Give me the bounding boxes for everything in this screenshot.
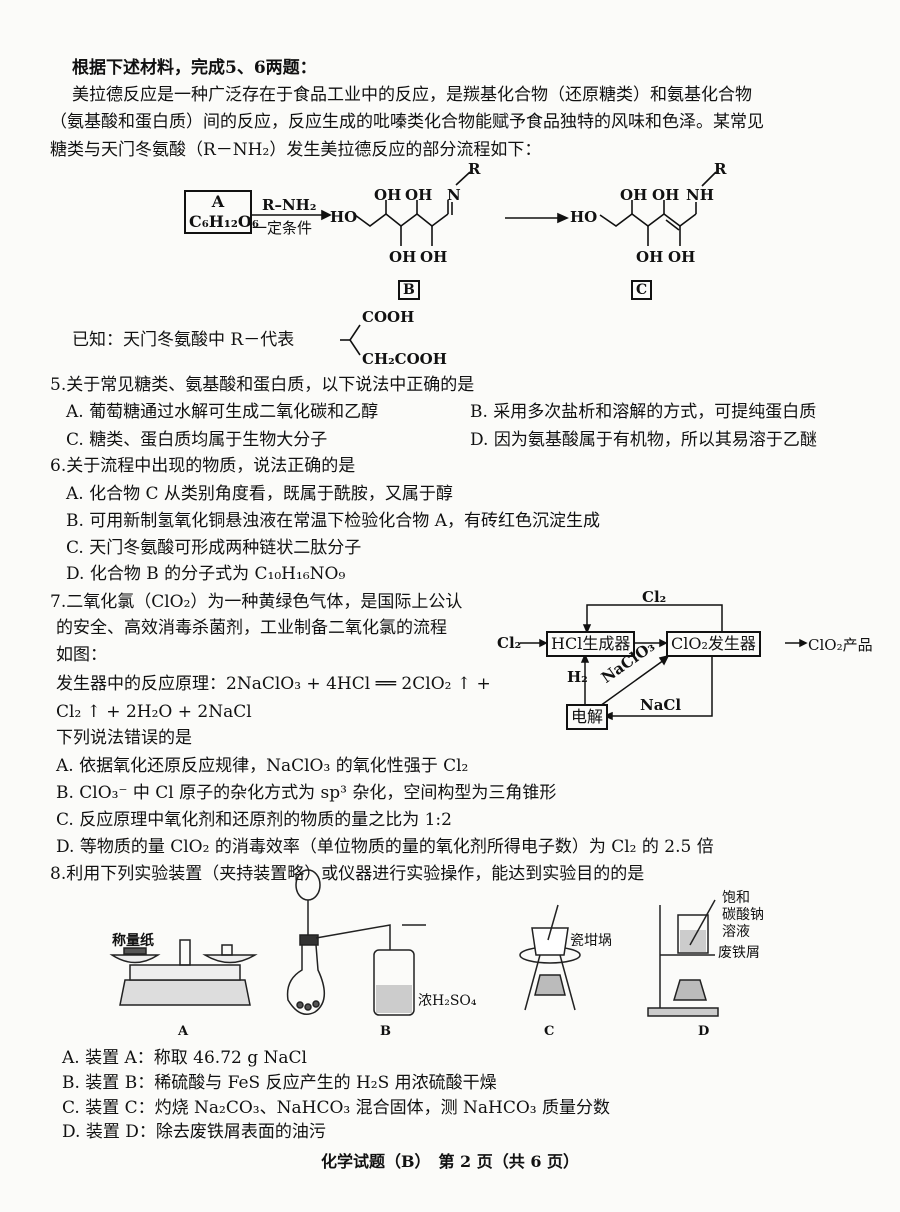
page-footer: 化学试题（B） 第 2 页（共 6 页） [320,1152,580,1171]
apparatus-label-c: C [544,1024,555,1039]
b-oh: OH [420,248,448,266]
q6-stem: 6.关于流程中出现的物质，说法正确的是 [50,456,356,476]
q7-stem: 发生器中的反应原理：2NaClO₃ + 4HCl ══ 2ClO₂ ↑ + [56,674,491,694]
q7-option-d[interactable]: D. 等物质的量 ClO₂ 的消毒效率（单位物质的量的氧化剂所得电子数）为 Cl… [56,837,714,857]
q6-option-d[interactable]: D. 化合物 B 的分子式为 C₁₀H₁₆NO₉ [66,564,346,584]
flow-cl2-input: Cl₂ [497,634,522,652]
q5-option-c[interactable]: C. 糖类、蛋白质均属于生物大分子 [66,430,328,450]
cooh-label: COOH [362,308,415,326]
c-r: R [714,160,727,178]
q7-stem: Cl₂ ↑ + 2H₂O + 2NaCl [56,702,252,722]
flow-clo2-product: ClO₂产品 [808,636,873,654]
intro: 根据下述材料，完成5、6两题： [72,58,317,78]
c-oh: OH [668,248,696,266]
condition-label: 一定条件 [252,219,313,237]
q7-stem: 如图： [56,645,107,665]
q8-option-c[interactable]: C. 装置 C：灼烧 Na₂CO₃、NaHCO₃ 混合固体，测 NaHCO₃ 质… [62,1098,611,1118]
passage-line: 美拉德反应是一种广泛存在于食品工业中的反应，是羰基化合物（还原糖类）和氨基化合物 [72,85,752,105]
apparatus-label-a: A [178,1024,189,1039]
compound-a-formula: C₆H₁₂O₆ [189,212,259,231]
q5-stem: 5.关于常见糖类、氨基酸和蛋白质，以下说法中正确的是 [50,375,475,395]
q7-stem: 的安全、高效消毒杀菌剂，工业制备二氧化氯的流程 [56,618,447,638]
reagent-label: R–NH₂ [262,196,317,214]
label-line: 饱和 [722,890,750,906]
compound-a-box: A C₆H₁₂O₆ [184,190,259,234]
c-oh: OH [636,248,664,266]
flow-cl2-loop: Cl₂ [642,588,667,606]
c-oh: OH [620,186,648,204]
q6-option-b[interactable]: B. 可用新制氢氧化铜悬浊液在常温下检验化合物 A，有砖红色沉淀生成 [66,511,600,531]
q7-option-a[interactable]: A. 依据氧化还原反应规律，NaClO₃ 的氧化性强于 Cl₂ [56,756,469,776]
passage-line: （氨基酸和蛋白质）间的反应，反应生成的吡嗪类化合物能赋予食品独特的风味和色泽。某… [50,112,764,132]
compound-b-label: B [398,280,420,300]
c-oh: OH [652,186,680,204]
b-r: R [468,160,481,178]
flowchart-arrows [520,604,808,721]
q8-option-d[interactable]: D. 装置 D：除去废铁屑表面的油污 [62,1122,326,1142]
compound-a-label: A [211,192,225,211]
c-nh: NH [686,186,714,204]
passage-line: 糖类与天门冬氨酸（R－NH₂）发生美拉德反应的部分流程如下： [50,140,542,160]
q7-stem: 下列说法错误的是 [56,728,192,748]
label-conc-h2so4: 浓H₂SO₄ [418,993,477,1009]
b-oh: OH [374,186,402,204]
apparatus-label-d: D [698,1024,710,1039]
b-oh: OH [405,186,433,204]
label-line: 碳酸钠 [722,907,764,923]
q8-option-b[interactable]: B. 装置 B：稀硫酸与 FeS 反应产生的 H₂S 用浓硫酸干燥 [62,1073,497,1093]
q7-option-b[interactable]: B. ClO₃⁻ 中 Cl 原子的杂化方式为 sp³ 杂化，空间构型为三角锥形 [56,783,557,803]
q5-option-a[interactable]: A. 葡萄糖通过水解可生成二氧化碳和乙醇 [66,402,379,422]
q6-option-a[interactable]: A. 化合物 C 从类别角度看，既属于酰胺，又属于醇 [66,484,453,504]
flow-clo2-generator: ClO₂发生器 [666,631,761,657]
label-line: 溶液 [722,924,750,940]
apparatus-drawing [109,869,719,1017]
flow-nacl: NaCl [640,696,682,714]
q8-option-a[interactable]: A. 装置 A：称取 46.72 g NaCl [62,1048,307,1068]
ch2cooh-label: CH₂COOH [362,350,447,368]
b-oh: OH [389,248,417,266]
b-ho: HO [330,208,358,226]
structure-drawing [252,171,717,356]
apparatus-label-b: B [380,1024,391,1039]
q8-stem: 8.利用下列实验装置（夹持装置略）或仪器进行实验操作，能达到实验目的的是 [50,864,645,884]
label-crucible: 瓷坩埚 [570,933,612,949]
known-text: 已知：天门冬氨酸中 R－代表 [72,330,295,350]
q6-option-c[interactable]: C. 天门冬氨酸可形成两种链状二肽分子 [66,538,362,558]
c-ho: HO [570,208,598,226]
b-n: N [447,186,461,204]
q7-option-c[interactable]: C. 反应原理中氧化剂和还原剂的物质的量之比为 1:2 [56,810,452,830]
flow-electrolysis: 电解 [566,704,609,730]
compound-c-label: C [631,280,653,300]
q7-stem: 7.二氧化氯（ClO₂）为一种黄绿色气体，是国际上公认 [50,592,463,612]
label-weigh-paper: 称量纸 [112,933,154,949]
label-sat-na2co3: 饱和 碳酸钠 溶液 [722,890,764,941]
q5-option-d[interactable]: D. 因为氨基酸属于有机物，所以其易溶于乙醚 [470,430,817,450]
q5-option-b[interactable]: B. 采用多次盐析和溶解的方式，可提纯蛋白质 [470,402,817,422]
flow-h2: H₂ [567,668,588,686]
label-scrap-iron: 废铁屑 [718,945,760,961]
flow-hcl-generator: HCl生成器 [546,631,636,657]
